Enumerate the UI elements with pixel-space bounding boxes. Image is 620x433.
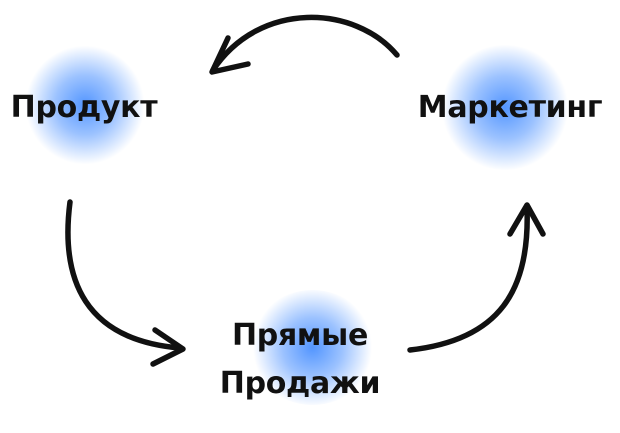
node-product-label: Продукт [10,90,158,125]
sales-glow [250,290,375,405]
node-sales-label-line1: Прямые [231,318,369,353]
node-sales-label-line2: Продажи [219,366,381,401]
arrow-marketing-to-product [210,14,400,73]
arrowhead-marketing [507,202,546,237]
node-sales-label: Прямые Продажи [205,312,395,408]
arrowhead-product [209,35,251,75]
arrowhead-sales [150,327,186,367]
arrow-product-to-sales [65,199,183,351]
arrow-sales-to-marketing [407,205,530,353]
marketing-glow [440,45,570,170]
node-marketing-label: Маркетинг [417,90,603,125]
product-glow [25,45,145,165]
